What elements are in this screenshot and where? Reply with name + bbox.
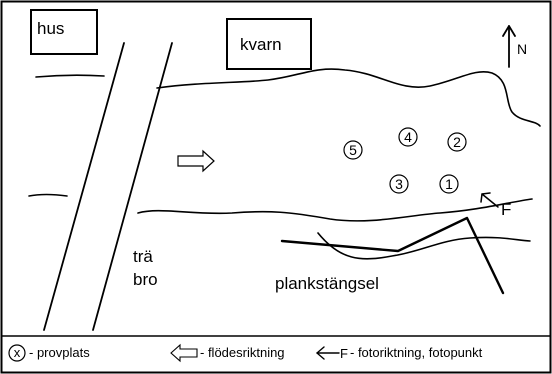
photo-point: F <box>480 192 511 219</box>
bridge-label-line2: bro <box>133 270 158 289</box>
sample-site-5-label: 5 <box>349 142 357 158</box>
north-arrow-icon: N <box>502 25 527 68</box>
sample-site-3: 3 <box>389 174 409 194</box>
legend-photo-text: - fotoriktning, fotopunkt <box>350 345 483 360</box>
photo-point-label: F <box>501 200 511 219</box>
sample-site-1-label: 1 <box>445 176 453 192</box>
flow-arrow-icon <box>177 149 215 173</box>
house: hus <box>30 9 98 55</box>
bridge-left-edge <box>43 42 125 331</box>
sample-site-4: 4 <box>398 127 418 147</box>
legend-sample-icon: x <box>8 344 26 362</box>
house-box <box>30 9 98 55</box>
sample-site-2-label: 2 <box>453 134 461 150</box>
sample-site-4-label: 4 <box>404 129 412 145</box>
stream-lower-bank <box>317 232 531 260</box>
legend-photo-arrow-icon <box>316 346 340 360</box>
north-label: N <box>517 41 527 57</box>
sample-site-2: 2 <box>447 132 467 152</box>
sample-site-5: 5 <box>343 140 363 160</box>
house-label: hus <box>37 19 64 38</box>
stream-north-bank-left <box>35 74 105 78</box>
sample-site-1: 1 <box>439 174 459 194</box>
stream-south-bank <box>137 198 533 222</box>
mill-box <box>226 18 312 70</box>
bridge <box>43 42 173 331</box>
plank-fence <box>280 216 505 295</box>
legend-photo-symbol: F <box>340 346 348 361</box>
mill-label: kvarn <box>240 35 282 54</box>
bridge-right-edge <box>92 42 173 331</box>
fence-label: plankstängsel <box>275 274 379 293</box>
mill: kvarn <box>226 18 312 70</box>
photo-arrow-icon <box>480 192 499 208</box>
sample-sites: 1 2 3 4 5 <box>343 127 467 194</box>
stream-north-bank <box>156 68 541 127</box>
bridge-label-line1: trä <box>133 247 153 266</box>
stream <box>28 68 541 260</box>
sample-site-3-label: 3 <box>395 176 403 192</box>
legend-sample-symbol: x <box>14 345 21 360</box>
legend-flow-text: - flödesriktning <box>200 345 285 360</box>
legend-sample-text: - provplats <box>29 345 90 360</box>
stream-south-bank-left <box>28 193 68 197</box>
legend-flow-arrow-icon <box>170 343 198 363</box>
legend: x - provplats - flödesriktning F - fotor… <box>8 343 483 363</box>
